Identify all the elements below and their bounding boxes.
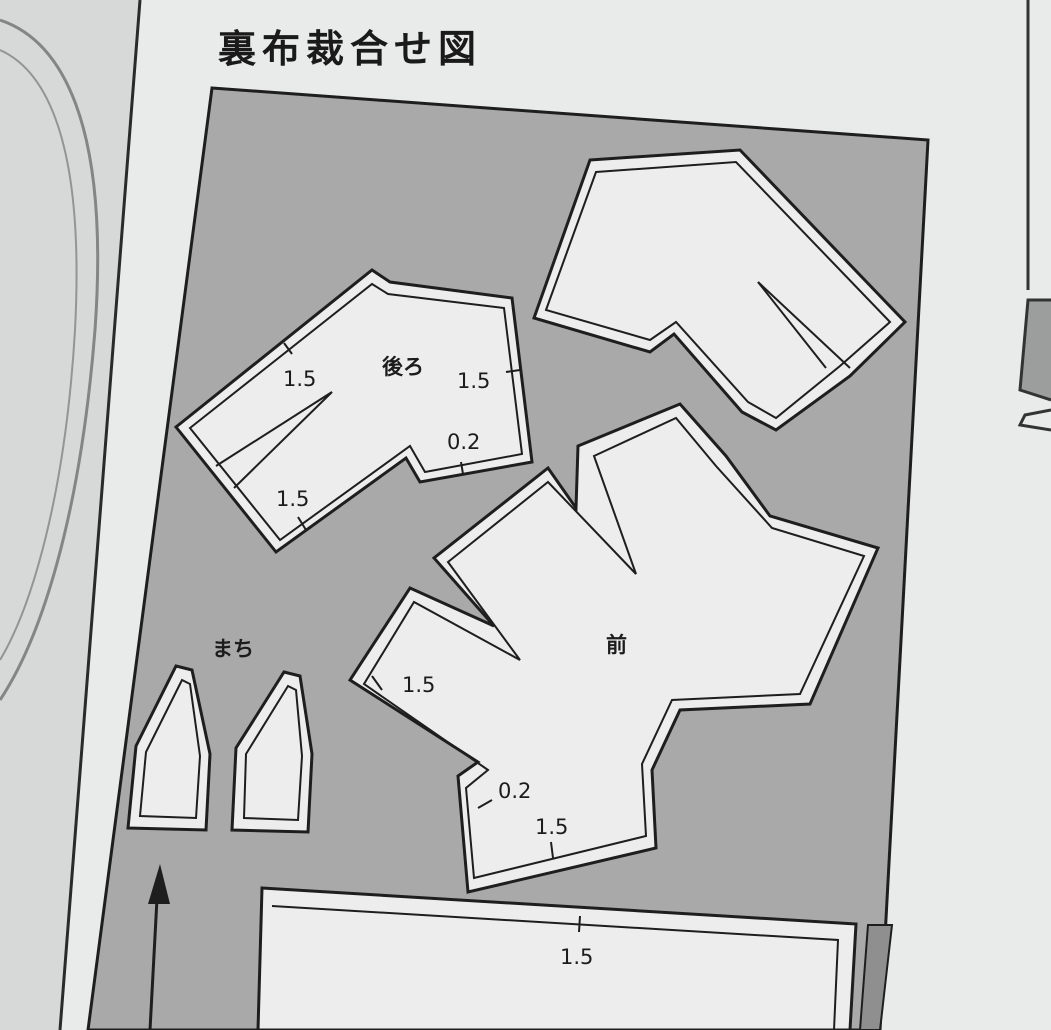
waistband-sa: 1.5 (560, 945, 593, 969)
front-sa-bottom: 1.5 (535, 815, 568, 839)
front-sa-left: 1.5 (402, 673, 435, 697)
back-sa-left: 1.5 (283, 367, 316, 391)
gusset-piece-2 (230, 670, 314, 834)
gusset-piece-1 (126, 664, 212, 832)
front-piece (347, 402, 881, 894)
upper-right-piece (532, 148, 908, 432)
gusset-piece-name: まち (212, 637, 254, 661)
grainline-arrow (148, 864, 170, 1030)
back-piece (173, 268, 534, 555)
back-sa-hem: 0.2 (447, 430, 480, 454)
front-sa-hem: 0.2 (498, 779, 531, 803)
waistband-piece (256, 886, 858, 1030)
front-piece-name: 前 (606, 633, 627, 657)
back-piece-name: 後ろ (382, 355, 424, 379)
page-title: 裏布裁合せ図 (218, 27, 483, 71)
back-sa-bottom: 1.5 (276, 487, 309, 511)
back-sa-right: 1.5 (457, 369, 490, 393)
